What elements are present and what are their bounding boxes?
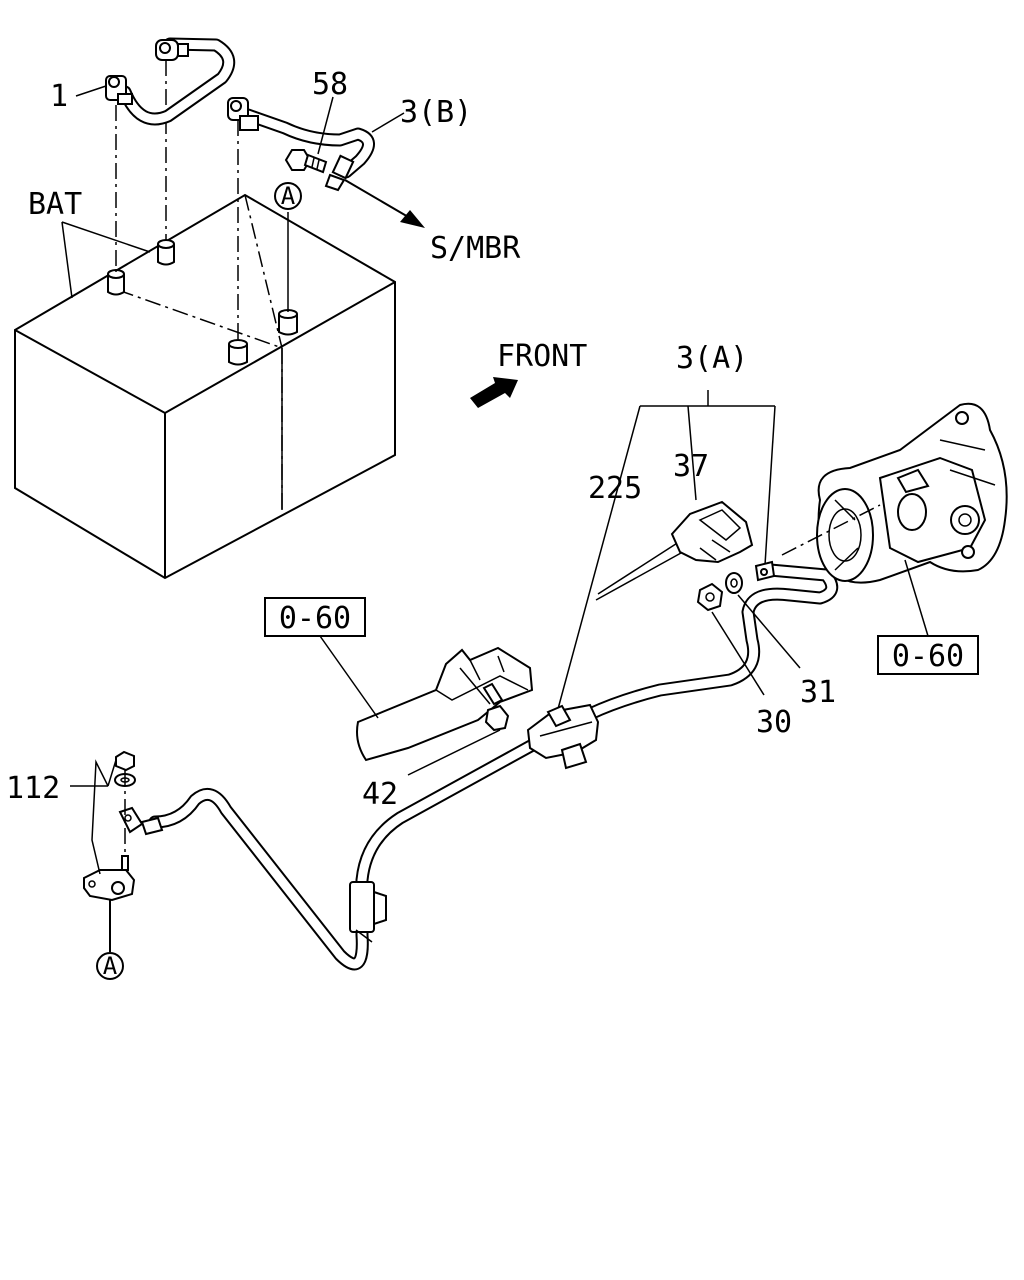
label-part-225: 225	[588, 471, 642, 506]
label-part-112: 112	[6, 771, 60, 806]
cable-3a	[148, 560, 839, 971]
bat-leader	[61, 221, 151, 299]
ref-a-bottom: A	[103, 952, 118, 980]
label-bat: BAT	[28, 187, 82, 222]
label-part-31: 31	[800, 675, 836, 710]
label-part-58: 58	[312, 67, 348, 102]
label-part-3b: 3(B)	[400, 95, 472, 130]
ref-a-top: A	[281, 182, 296, 210]
circle-a-icon: A	[96, 952, 124, 980]
battery-terminal	[157, 239, 175, 266]
bolt-42	[482, 682, 510, 732]
circle-a-icon: A	[274, 182, 302, 210]
front-arrow-icon	[470, 377, 518, 408]
battery	[14, 193, 396, 580]
battery-terminal	[107, 269, 125, 296]
bracket-3a	[554, 390, 776, 721]
label-front: FRONT	[497, 339, 587, 374]
nut-30	[696, 582, 724, 612]
terminal-clamp-cable	[105, 37, 236, 126]
starter-motor	[816, 402, 1008, 584]
bracket-42	[356, 646, 534, 762]
label-part-3a: 3(A)	[676, 341, 748, 376]
label-smbr: S/MBR	[430, 231, 521, 266]
label-part-1: 1	[50, 79, 68, 114]
ref-box-right: 0-60	[877, 635, 979, 675]
smbr-arrow-icon	[400, 210, 425, 228]
terminal-cover-37	[595, 500, 754, 601]
battery-terminal	[228, 339, 248, 366]
battery-terminal	[278, 309, 298, 336]
ref-060-right: 0-60	[892, 639, 964, 674]
clip-225	[526, 703, 600, 770]
ref-box-left: 0-60	[264, 597, 366, 637]
washer-31	[725, 572, 743, 594]
label-part-30: 30	[756, 705, 792, 740]
bolt-58	[284, 149, 328, 174]
label-part-37: 37	[673, 449, 709, 484]
lower-clamp	[83, 750, 164, 902]
ref-060-left: 0-60	[279, 601, 351, 636]
label-part-42: 42	[362, 777, 398, 812]
cable-3b	[227, 97, 375, 192]
